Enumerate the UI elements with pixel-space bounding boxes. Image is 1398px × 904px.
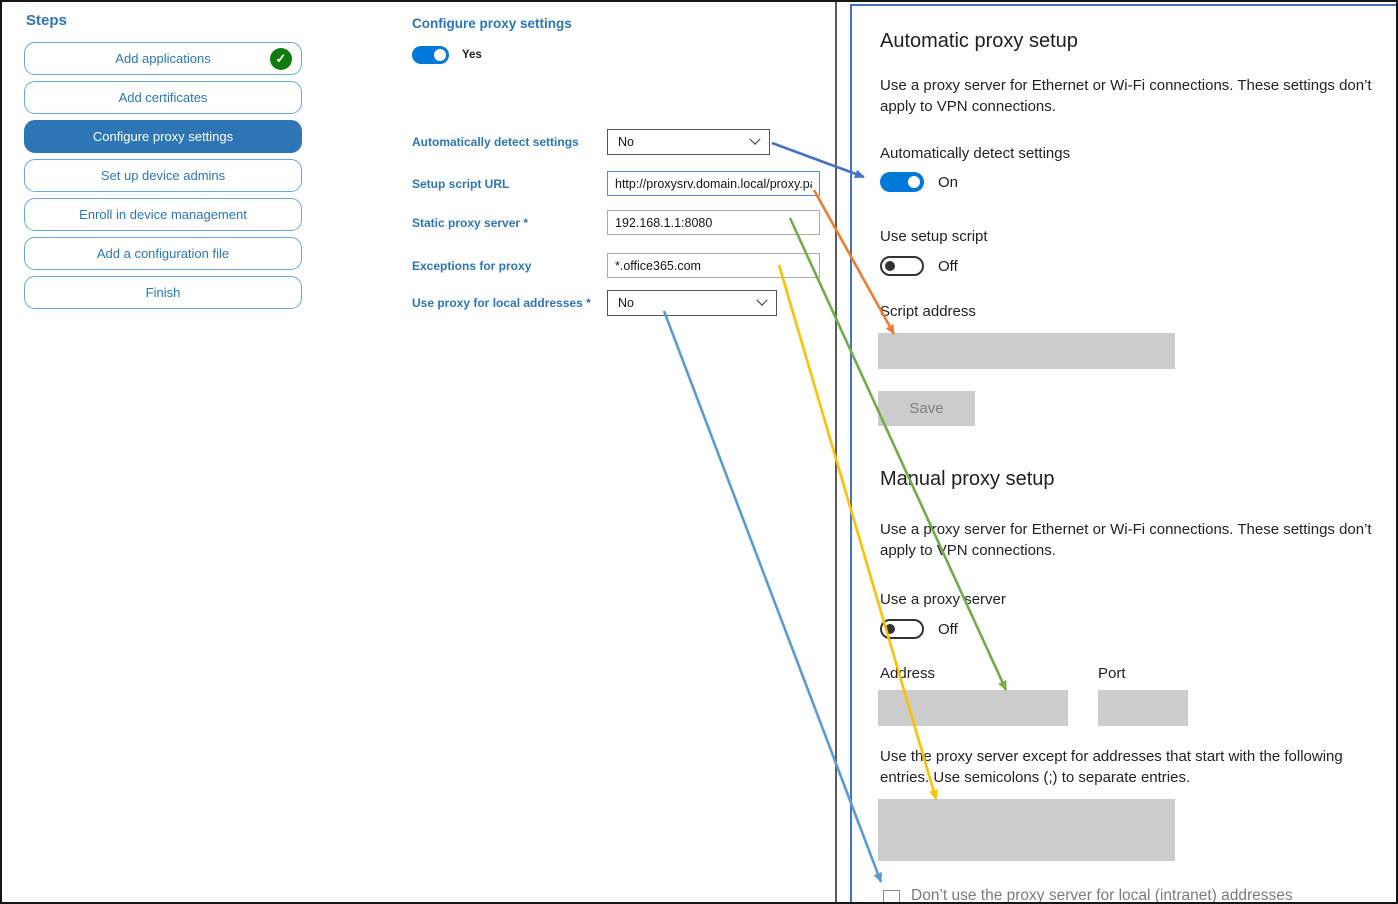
local-addresses-checkbox-label: Don’t use the proxy server for local (in… <box>911 887 1293 904</box>
step-label: Add certificates <box>118 90 208 105</box>
address-label: Address <box>880 665 936 682</box>
sidebar-item-add-a-configuration-file[interactable]: Add a configuration file <box>24 237 302 270</box>
toggle-state-label: Off <box>938 620 958 638</box>
dropdown-value: No <box>618 296 634 310</box>
step-label: Add applications <box>115 51 211 66</box>
sidebar-item-configure-proxy-settings[interactable]: Configure proxy settings <box>24 120 302 153</box>
toggle-state-label: Yes <box>462 49 482 61</box>
toggle-knob <box>885 261 895 271</box>
toggle-state-label: On <box>938 173 959 191</box>
steps-title: Steps <box>26 12 67 29</box>
steps-sidebar: Steps Add applications ✓ Add certificate… <box>24 12 304 315</box>
sidebar-item-enroll-in-device-management[interactable]: Enroll in device management <box>24 198 302 231</box>
sidebar-item-add-applications[interactable]: Add applications ✓ <box>24 42 302 75</box>
form-row-setup-script-url: Setup script URL <box>412 171 820 196</box>
field-label: Exceptions for proxy <box>412 258 532 273</box>
automatically-detect-settings-dropdown[interactable]: No <box>607 129 770 155</box>
use-a-proxy-server-toggle-row: Off <box>880 619 958 639</box>
step-label: Set up device admins <box>100 168 226 183</box>
field-label: Use proxy for local addresses * <box>412 296 591 310</box>
address-input <box>878 690 1068 726</box>
exceptions-for-proxy-input[interactable] <box>607 253 820 278</box>
field-label: Setup script URL <box>412 176 510 191</box>
vertical-divider <box>835 2 837 902</box>
local-addresses-checkbox-row: Don’t use the proxy server for local (in… <box>883 887 1293 904</box>
manual-proxy-description: Use a proxy server for Ethernet or Wi-Fi… <box>880 521 1372 559</box>
port-input <box>1098 690 1188 726</box>
use-setup-script-toggle[interactable] <box>880 256 924 276</box>
automatically-detect-settings-toggle[interactable] <box>880 172 924 192</box>
windows-proxy-settings-panel: Automatic proxy setup Use a proxy server… <box>850 4 1396 902</box>
use-setup-script-toggle-row: Off <box>880 256 958 276</box>
use-a-proxy-server-toggle[interactable] <box>880 619 924 639</box>
proxy-exceptions-description: Use the proxy server except for addresse… <box>880 748 1343 786</box>
toggle-knob <box>434 49 446 61</box>
chevron-down-icon <box>756 294 768 306</box>
step-label: Configure proxy settings <box>92 129 234 144</box>
use-setup-script-label: Use setup script <box>880 228 988 245</box>
chevron-down-icon <box>749 133 761 145</box>
form-row-use-proxy-local: Use proxy for local addresses * No <box>412 290 777 316</box>
step-label: Finish <box>145 285 181 300</box>
dropdown-value: No <box>618 135 634 149</box>
proxy-exceptions-textarea <box>878 799 1175 861</box>
field-label: Automatically detect settings <box>412 135 579 149</box>
sidebar-item-finish[interactable]: Finish <box>24 276 302 309</box>
save-button: Save <box>878 391 975 426</box>
script-address-label: Script address <box>880 303 976 320</box>
page-title: Configure proxy settings <box>412 16 572 31</box>
local-addresses-checkbox[interactable] <box>883 890 900 902</box>
static-proxy-server-input[interactable] <box>607 210 820 235</box>
use-proxy-local-addresses-dropdown[interactable]: No <box>607 290 777 316</box>
manual-proxy-setup-heading: Manual proxy setup <box>880 468 1055 490</box>
toggle-knob <box>908 176 920 188</box>
automatic-proxy-setup-heading: Automatic proxy setup <box>880 30 1078 52</box>
arrow-local-addresses <box>662 310 883 883</box>
step-label: Enroll in device management <box>79 207 247 222</box>
step-label: Add a configuration file <box>96 246 230 261</box>
configure-proxy-toggle-row: Yes <box>412 46 482 64</box>
completed-check-icon: ✓ <box>270 48 292 70</box>
sidebar-item-add-certificates[interactable]: Add certificates <box>24 81 302 114</box>
setup-script-url-input[interactable] <box>607 171 820 196</box>
configure-proxy-toggle[interactable] <box>412 46 449 64</box>
port-label: Port <box>1098 665 1126 682</box>
form-row-automatically-detect: Automatically detect settings No <box>412 129 770 155</box>
toggle-knob <box>885 624 895 634</box>
use-a-proxy-server-label: Use a proxy server <box>880 591 1006 608</box>
toggle-state-label: Off <box>938 257 958 275</box>
form-row-exceptions-for-proxy: Exceptions for proxy <box>412 253 820 278</box>
sidebar-item-set-up-device-admins[interactable]: Set up device admins <box>24 159 302 192</box>
form-row-static-proxy-server: Static proxy server * <box>412 210 820 235</box>
script-address-input <box>878 333 1175 369</box>
field-label: Static proxy server * <box>412 215 529 230</box>
automatically-detect-toggle-row: On <box>880 172 958 192</box>
automatic-proxy-description: Use a proxy server for Ethernet or Wi-Fi… <box>880 77 1372 115</box>
automatically-detect-settings-label: Automatically detect settings <box>880 145 1071 162</box>
